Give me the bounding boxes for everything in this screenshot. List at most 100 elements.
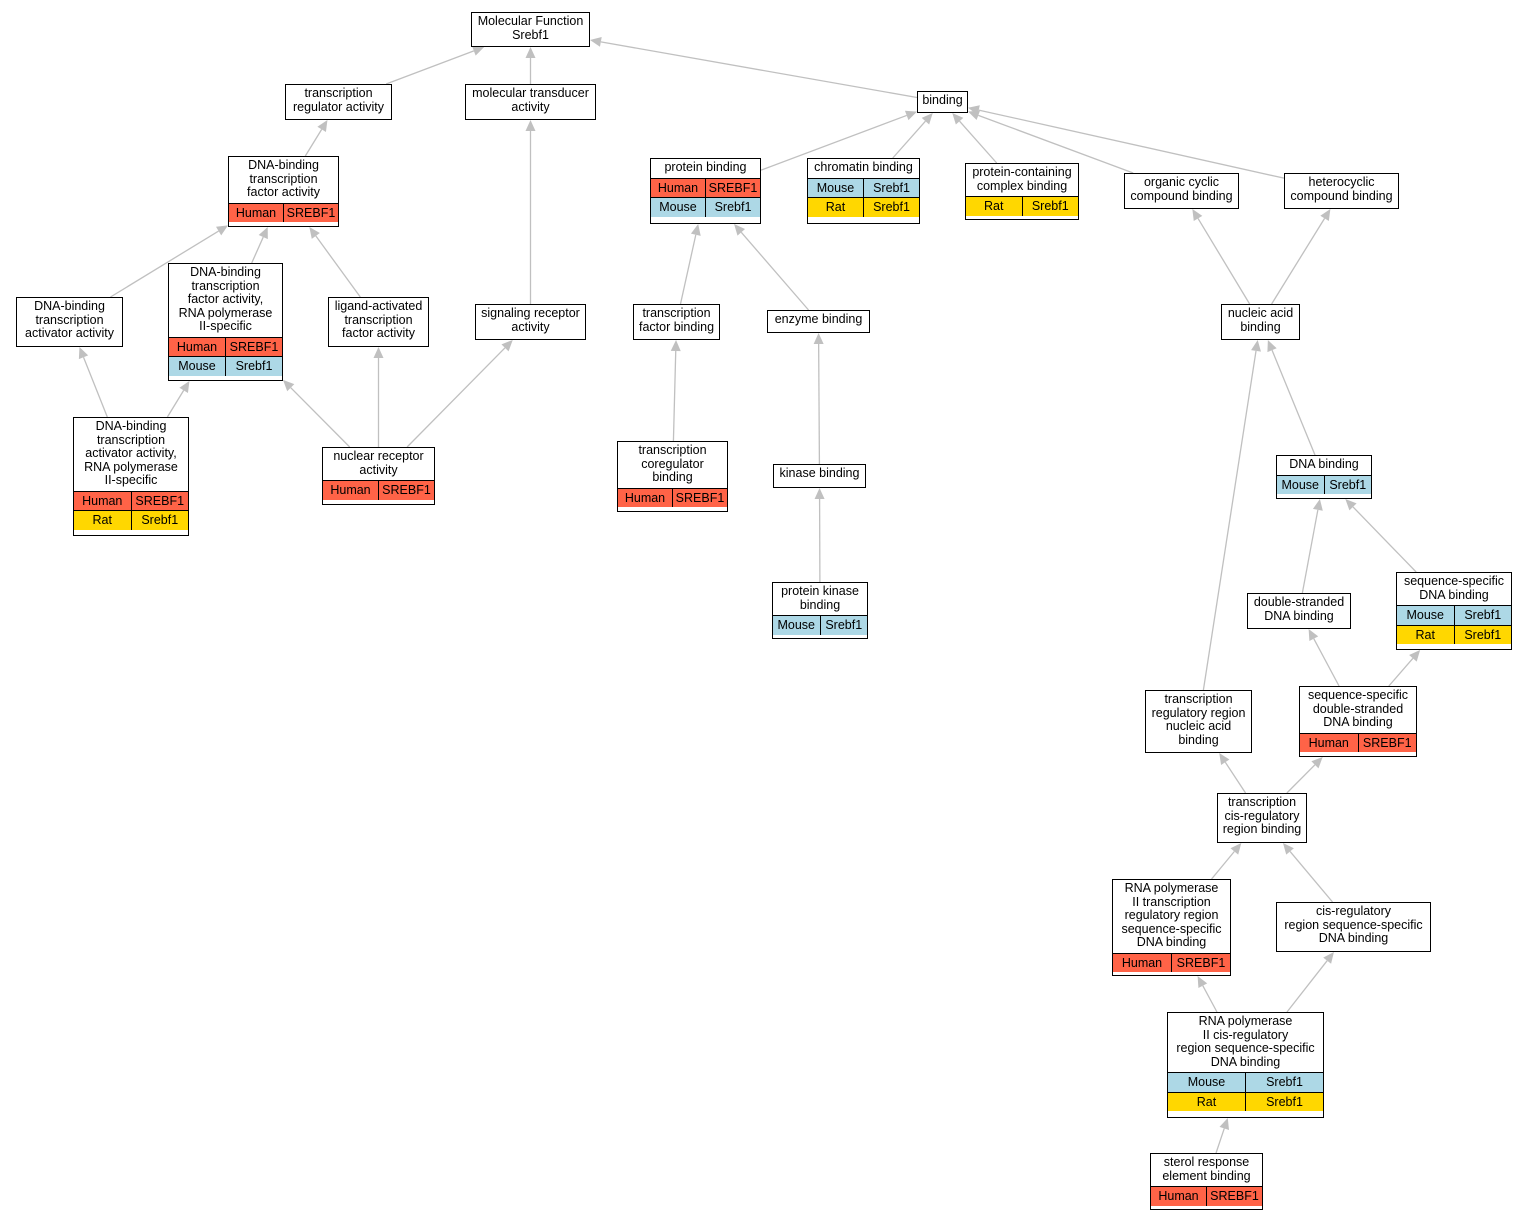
node-double-stranded-dna-binding[interactable]: double-stranded DNA binding bbox=[1247, 593, 1351, 629]
edge-seq_specific_dna-to-dna_binding bbox=[1352, 506, 1417, 573]
node-label: chromatin binding bbox=[814, 160, 913, 174]
node-label: Molecular Function Srebf1 bbox=[477, 14, 584, 42]
node-dna-binding-tf-activity-pol2[interactable]: DNA-binding transcription factor activit… bbox=[168, 263, 283, 381]
node-label: transcription factor binding bbox=[638, 306, 715, 334]
edge-nucleic_acid-to-heterocyclic bbox=[1271, 218, 1326, 305]
edge-enzyme_binding-to-protein_binding bbox=[740, 231, 810, 311]
gene-label: SREBF1 bbox=[705, 178, 760, 197]
node-organic-cyclic-compound-binding[interactable]: organic cyclic compound binding bbox=[1124, 173, 1239, 209]
node-label: transcription cis-regulatory region bind… bbox=[1222, 795, 1302, 836]
gene-label: Srebf1 bbox=[1245, 1073, 1323, 1092]
node-rna-pol2-cis-regulatory-region-binding[interactable]: RNA polymerase II cis-regulatory region … bbox=[1167, 1012, 1324, 1118]
node-label: DNA-binding transcription activator acti… bbox=[25, 299, 114, 340]
node-molecular-function-root[interactable]: Molecular Function Srebf1 bbox=[471, 12, 590, 47]
node-label: RNA polymerase II transcription regulato… bbox=[1121, 881, 1222, 949]
node-rna-pol2-transcription-regulatory-region-binding[interactable]: RNA polymerase II transcription regulato… bbox=[1112, 879, 1231, 976]
node-label: DNA-binding transcription factor activit… bbox=[247, 158, 320, 199]
node-label: sequence-specific DNA binding bbox=[1403, 574, 1505, 602]
gene-label: Srebf1 bbox=[130, 511, 189, 530]
gene-label: SREBF1 bbox=[130, 491, 189, 510]
species-label: Human bbox=[624, 490, 666, 505]
node-heterocyclic-compound-binding[interactable]: heterocyclic compound binding bbox=[1284, 173, 1399, 209]
node-label: transcription regulatory region nucleic … bbox=[1151, 692, 1246, 747]
node-ligand-activated-tf-activity[interactable]: ligand-activated transcription factor ac… bbox=[328, 297, 429, 347]
node-label: transcription regulator activity bbox=[292, 86, 384, 114]
node-dna-binding-transcription-activator-activity-pol2[interactable]: DNA-binding transcription activator acti… bbox=[73, 417, 189, 536]
arrowhead bbox=[1197, 976, 1208, 989]
arrowhead bbox=[501, 340, 513, 352]
arrowhead bbox=[921, 113, 933, 125]
node-cis-regulatory-region-sequence-specific-dna-binding[interactable]: cis-regulatory region sequence-specific … bbox=[1276, 902, 1431, 952]
edge-ligand_activated-to-dna_binding_tf bbox=[315, 235, 361, 298]
node-transcription-regulator-activity[interactable]: transcription regulator activity bbox=[285, 84, 392, 120]
gene-label: Srebf1 bbox=[1245, 1092, 1323, 1111]
arrowhead bbox=[525, 120, 536, 131]
node-label: protein kinase binding bbox=[781, 584, 859, 612]
edge-dna_binding_tac_pol2-to-dna_binding_tf_pol2 bbox=[166, 390, 185, 418]
node-label: RNA polymerase II cis-regulatory region … bbox=[1176, 1014, 1315, 1069]
node-dna-binding-tf-activity[interactable]: DNA-binding transcription factor activit… bbox=[228, 156, 339, 227]
node-binding[interactable]: binding bbox=[917, 91, 968, 113]
edge-pol2_cis_reg-to-cis_reg_seq_specific bbox=[1286, 960, 1328, 1013]
species-label: Human bbox=[1121, 955, 1163, 970]
node-signaling-receptor-activity[interactable]: signaling receptor activity bbox=[475, 304, 586, 340]
node-dna-binding-transcription-activator-activity[interactable]: DNA-binding transcription activator acti… bbox=[16, 297, 123, 347]
edge-dna_binding_tac_pol2-to-dna_binding_tac bbox=[82, 356, 108, 418]
arrowhead bbox=[734, 224, 746, 236]
edge-tc_reg_region_na-to-nucleic_acid bbox=[1202, 350, 1257, 691]
gene-label: Srebf1 bbox=[863, 198, 919, 217]
node-label: molecular transducer activity bbox=[472, 86, 589, 114]
node-kinase-binding[interactable]: kinase binding bbox=[773, 464, 866, 488]
node-label: DNA binding bbox=[1289, 457, 1359, 471]
arrowhead bbox=[1267, 340, 1277, 353]
species-label: Mouse bbox=[777, 618, 816, 632]
species-gene-row: Human SREBF1 bbox=[1113, 952, 1230, 972]
arrowhead bbox=[1219, 753, 1230, 765]
node-label: organic cyclic compound binding bbox=[1130, 175, 1233, 203]
edge-transcription_regulator-to-root bbox=[385, 50, 475, 85]
edge-seq_specific_ds_dna-to-seq_specific_dna bbox=[1388, 657, 1414, 687]
node-transcription-regulatory-region-nucleic-acid-binding[interactable]: transcription regulatory region nucleic … bbox=[1145, 690, 1252, 753]
arrowhead bbox=[904, 110, 917, 121]
species-label: Mouse bbox=[816, 180, 855, 195]
arrowhead bbox=[283, 379, 295, 392]
arrowhead bbox=[1312, 499, 1323, 511]
node-nucleic-acid-binding[interactable]: nucleic acid binding bbox=[1221, 304, 1300, 340]
gene-label: SREBF1 bbox=[1357, 733, 1417, 752]
species-label: Rat bbox=[1415, 627, 1435, 642]
arrowhead bbox=[1219, 1118, 1230, 1131]
node-label: sequence-specific double-stranded DNA bi… bbox=[1307, 688, 1409, 729]
edge-nuclear_receptor-to-signaling_receptor bbox=[406, 347, 506, 448]
node-transcription-cis-regulatory-region-binding[interactable]: transcription cis-regulatory region bind… bbox=[1217, 793, 1307, 843]
edge-tc_coregulator-to-tf_binding bbox=[672, 350, 677, 442]
node-enzyme-binding[interactable]: enzyme binding bbox=[767, 310, 870, 333]
gene-label: SREBF1 bbox=[672, 488, 727, 507]
arrowhead bbox=[814, 488, 825, 500]
node-molecular-transducer-activity[interactable]: molecular transducer activity bbox=[465, 84, 596, 120]
edge-kinase_binding-to-enzyme_binding bbox=[817, 343, 821, 465]
gene-label: SREBF1 bbox=[1171, 953, 1230, 972]
edge-pol2_cis_reg-to-pol2_tc_reg_region bbox=[1202, 985, 1218, 1013]
arrowhead bbox=[179, 381, 190, 393]
node-transcription-factor-binding[interactable]: transcription factor binding bbox=[633, 304, 720, 340]
gene-label: Srebf1 bbox=[863, 178, 919, 197]
node-sequence-specific-double-stranded-dna-binding[interactable]: sequence-specific double-stranded DNA bi… bbox=[1299, 686, 1417, 757]
